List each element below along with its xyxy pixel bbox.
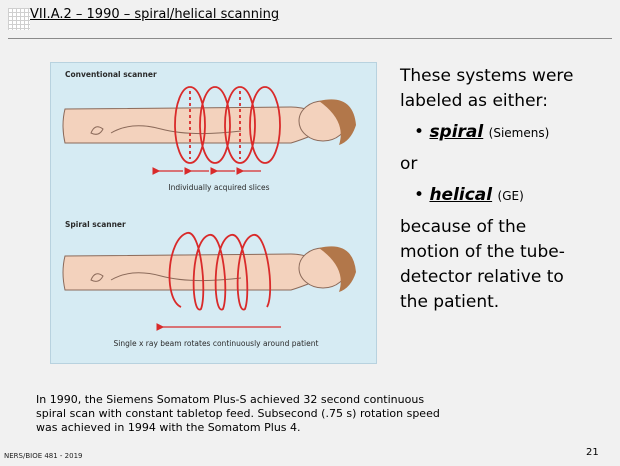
bullet-spiral: • spiral (Siemens) bbox=[400, 120, 610, 146]
slide-title: VII.A.2 – 1990 – spiral/helical scanning bbox=[30, 7, 279, 22]
corner-grid-decoration bbox=[8, 8, 30, 30]
spiral-term: spiral bbox=[429, 122, 483, 142]
bullet-dot: • bbox=[414, 122, 429, 142]
description-line-4: motion of the tube- bbox=[400, 240, 610, 265]
scanner-illustration bbox=[51, 63, 376, 363]
paragraph-line-3: was achieved in 1994 with the Somatom Pl… bbox=[36, 421, 596, 435]
spiral-patient bbox=[63, 246, 356, 292]
conventional-patient bbox=[63, 99, 356, 145]
helical-term: helical bbox=[429, 185, 492, 205]
description-line-6: the patient. bbox=[400, 290, 610, 315]
history-paragraph: In 1990, the Siemens Somatom Plus-S achi… bbox=[36, 393, 596, 435]
description-line-3: because of the bbox=[400, 215, 610, 240]
helical-vendor: (GE) bbox=[498, 189, 524, 203]
page-number: 21 bbox=[586, 447, 599, 458]
description-line-1: These systems were bbox=[400, 64, 610, 89]
bullet-dot: • bbox=[414, 185, 429, 205]
description-line-2: labeled as either: bbox=[400, 89, 610, 114]
description-line-5: detector relative to bbox=[400, 265, 610, 290]
course-footer: NERS/BIOE 481 - 2019 bbox=[4, 452, 83, 460]
bullet-helical: • helical (GE) bbox=[400, 183, 610, 209]
spiral-caption: Single x ray beam rotates continuously a… bbox=[111, 339, 321, 348]
paragraph-line-2: spiral scan with constant tabletop feed.… bbox=[36, 407, 596, 421]
paragraph-line-1: In 1990, the Siemens Somatom Plus-S achi… bbox=[36, 393, 596, 407]
scanner-figure: Conventional scanner bbox=[50, 62, 377, 364]
or-text: or bbox=[400, 152, 610, 177]
spiral-scanner-label: Spiral scanner bbox=[65, 220, 126, 229]
spiral-vendor: (Siemens) bbox=[489, 126, 550, 140]
conventional-caption: Individually acquired slices bbox=[149, 183, 289, 192]
description-block: These systems were labeled as either: • … bbox=[400, 64, 610, 315]
